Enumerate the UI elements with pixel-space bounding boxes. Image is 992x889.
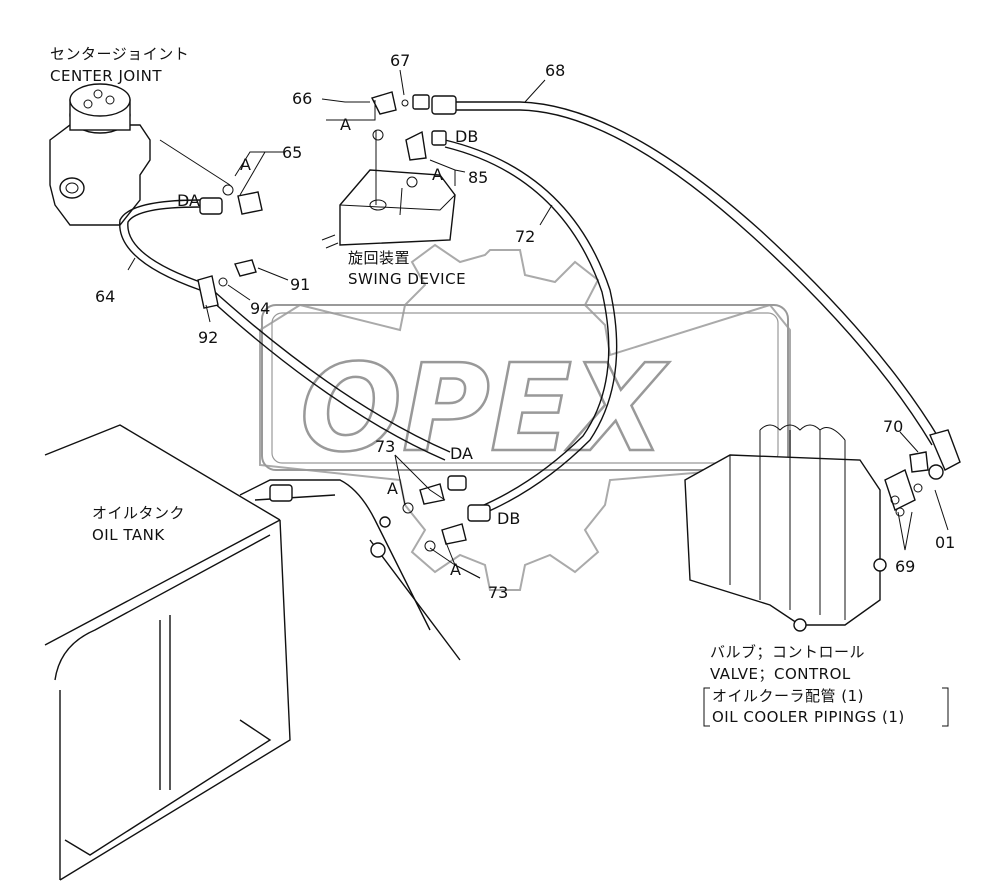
marker-da-upper: DA bbox=[177, 191, 200, 210]
marker-a-73-upper: A bbox=[387, 479, 398, 498]
fittings bbox=[218, 91, 944, 552]
callout-70: 70 bbox=[883, 417, 903, 436]
center-joint-drawing bbox=[49, 83, 151, 226]
leader-lines bbox=[127, 69, 949, 579]
watermark-frame-inner bbox=[271, 312, 779, 464]
hose-64 bbox=[119, 197, 467, 491]
watermark-text: OPEX bbox=[300, 340, 670, 479]
valve-label: VALVE；CONTROL bbox=[710, 665, 851, 683]
pipings-label-jp: オイルクーラ配管 (1) bbox=[712, 687, 864, 705]
swing-device-label: SWING DEVICE bbox=[348, 270, 466, 288]
callout-65: 65 bbox=[282, 143, 302, 162]
marker-a-66: A bbox=[340, 115, 351, 134]
callout-67: 67 bbox=[390, 51, 410, 70]
watermark-frame bbox=[261, 304, 789, 471]
oil-tank-label-jp: オイルタンク bbox=[92, 504, 185, 522]
callout-69: 69 bbox=[895, 557, 915, 576]
callout-73-lower: 73 bbox=[488, 583, 508, 602]
opex-watermark: OPEX bbox=[259, 243, 791, 591]
callout-91: 91 bbox=[290, 275, 310, 294]
marker-db-lower: DB bbox=[497, 509, 520, 528]
hose-72 bbox=[444, 139, 618, 522]
callout-85: 85 bbox=[468, 168, 488, 187]
control-valve-drawing bbox=[684, 424, 916, 632]
swing-device-label-jp: 旋回装置 bbox=[348, 249, 410, 267]
marker-a-73-lower: A bbox=[450, 560, 461, 579]
callout-64: 64 bbox=[95, 287, 115, 306]
center-joint-label: CENTER JOINT bbox=[50, 67, 162, 85]
callout-66: 66 bbox=[292, 89, 312, 108]
pipings-bracket-left bbox=[703, 687, 710, 727]
valve-label-jp: バルブ；コントロール bbox=[710, 643, 865, 661]
pipings-label: OIL COOLER PIPINGS (1) bbox=[712, 708, 905, 726]
oil-tank-label: OIL TANK bbox=[92, 526, 165, 544]
pipings-bracket-right bbox=[942, 687, 949, 727]
callout-92: 92 bbox=[198, 328, 218, 347]
oil-tank-drawing bbox=[44, 424, 461, 881]
marker-a-65: A bbox=[240, 155, 251, 174]
hose-68 bbox=[431, 95, 961, 471]
marker-db-upper: DB bbox=[455, 127, 478, 146]
center-joint-label-jp: センタージョイント bbox=[50, 45, 189, 63]
callout-72: 72 bbox=[515, 227, 535, 246]
callout-01: 01 bbox=[935, 533, 955, 552]
swing-device-drawing bbox=[321, 169, 456, 249]
callout-68: 68 bbox=[545, 61, 565, 80]
marker-a-85: A bbox=[432, 165, 443, 184]
marker-da-lower: DA bbox=[450, 444, 473, 463]
callout-94: 94 bbox=[250, 299, 270, 318]
callout-73-upper: 73 bbox=[375, 437, 395, 456]
